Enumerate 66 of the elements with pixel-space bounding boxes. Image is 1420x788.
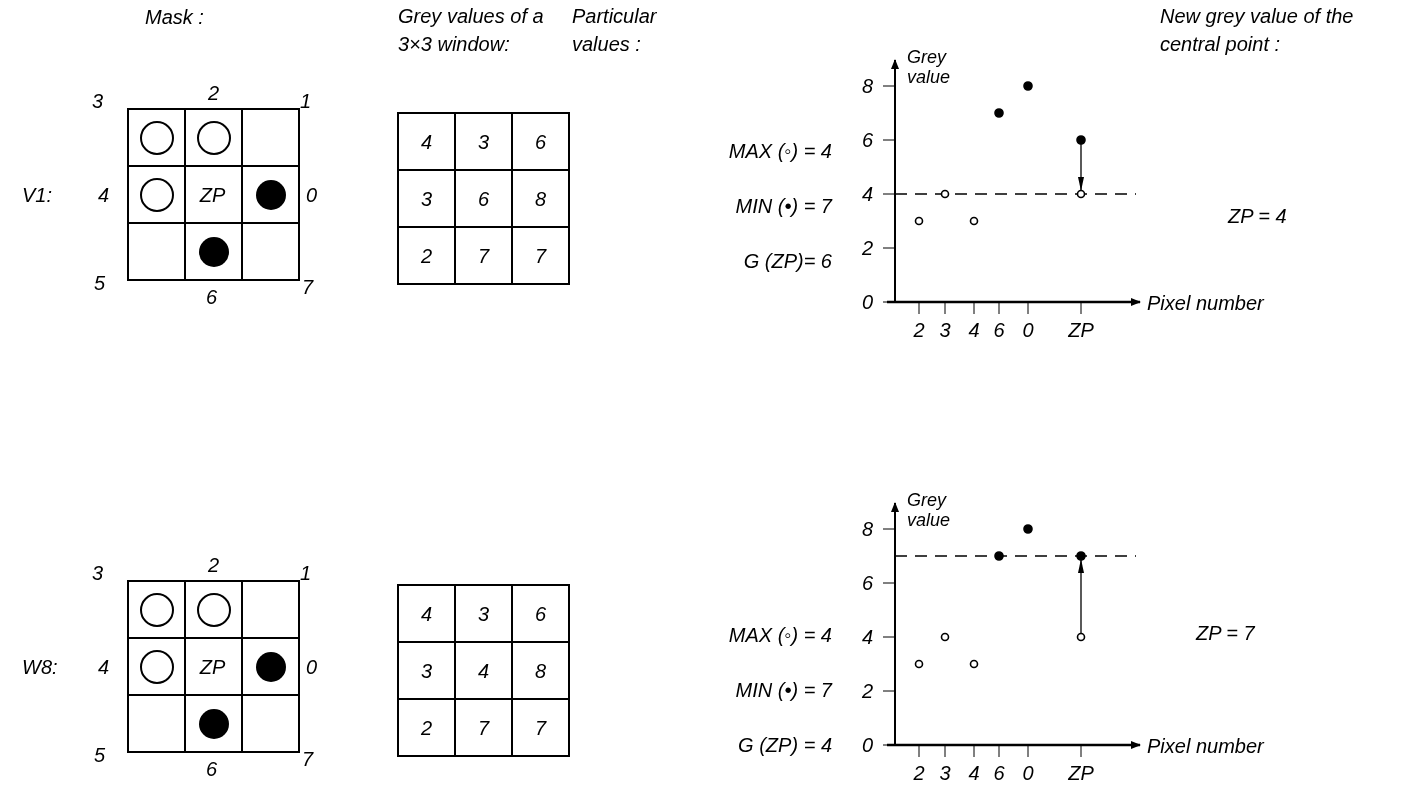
tick-label: 4 bbox=[968, 762, 980, 784]
direction-number: 1 bbox=[300, 561, 312, 586]
tick-label: 4 bbox=[861, 626, 873, 648]
cell-text: ZP bbox=[198, 183, 227, 208]
tick-label: 6 bbox=[993, 319, 1005, 341]
column-heading: Particular values : bbox=[572, 4, 658, 57]
table-cell: 2 bbox=[397, 698, 456, 757]
formula-text: G (ZP)= 6 bbox=[743, 249, 832, 274]
direction-number: 5 bbox=[94, 743, 106, 768]
direction-number: 3 bbox=[92, 89, 104, 114]
result-text: ZP = 7 bbox=[1196, 621, 1255, 646]
result-text: ZP = 4 bbox=[1228, 204, 1287, 229]
table-cell: 4 bbox=[397, 112, 456, 171]
tick-label: ZP bbox=[1068, 762, 1094, 784]
tick-label: 3 bbox=[939, 762, 951, 784]
tick-label: 2 bbox=[861, 237, 873, 259]
tick-label: 2 bbox=[861, 680, 873, 702]
table-cell: 2 bbox=[397, 226, 456, 285]
direction-number: 4 bbox=[98, 654, 110, 680]
table-cell: 7 bbox=[511, 698, 570, 757]
tick-label: 6 bbox=[861, 129, 873, 151]
direction-number: 7 bbox=[302, 275, 314, 300]
table-cell: 6 bbox=[511, 584, 570, 643]
row-label: W8: bbox=[22, 654, 58, 680]
cell-text: ZP bbox=[198, 655, 227, 680]
formula-text: G (ZP) = 4 bbox=[738, 733, 832, 758]
formula-text: MAX (◦) = 4 bbox=[728, 623, 832, 648]
axis-title: Grey value bbox=[907, 490, 952, 530]
direction-number: 4 bbox=[98, 182, 110, 208]
direction-number: 6 bbox=[206, 285, 218, 310]
direction-number: 2 bbox=[208, 81, 220, 106]
axis-title: Grey value bbox=[907, 47, 952, 87]
formula-text: MAX (◦) = 4 bbox=[728, 139, 832, 164]
tick-label: 0 bbox=[1022, 319, 1034, 341]
column-heading: Mask : bbox=[145, 5, 204, 30]
tick-label: 0 bbox=[861, 291, 873, 313]
tick-label: 0 bbox=[1022, 762, 1034, 784]
tick-label: 3 bbox=[939, 319, 951, 341]
table-cell: 4 bbox=[397, 584, 456, 643]
direction-number: 7 bbox=[302, 747, 314, 772]
direction-number: 5 bbox=[94, 271, 106, 296]
tick-label: 2 bbox=[913, 319, 925, 341]
tick-label: 4 bbox=[968, 319, 980, 341]
direction-number: 3 bbox=[92, 561, 104, 586]
direction-number: 0 bbox=[306, 654, 318, 680]
direction-number: 0 bbox=[306, 182, 318, 208]
column-heading: Grey values of a 3×3 window: bbox=[398, 4, 545, 57]
tick-label: 6 bbox=[861, 572, 873, 594]
tick-label: 8 bbox=[861, 518, 873, 540]
formula-text: MIN (•) = 7 bbox=[735, 678, 832, 703]
table-cell: 7 bbox=[511, 226, 570, 285]
direction-number: 1 bbox=[300, 89, 312, 114]
tick-label: 4 bbox=[861, 183, 873, 205]
row-label: V1: bbox=[22, 182, 53, 208]
tick-label: 2 bbox=[913, 762, 925, 784]
axis-title: Pixel number bbox=[1147, 291, 1264, 316]
formula-text: MIN (•) = 7 bbox=[735, 194, 832, 219]
direction-number: 6 bbox=[206, 757, 218, 782]
tick-label: ZP bbox=[1068, 319, 1094, 341]
direction-number: 2 bbox=[208, 553, 220, 578]
axis-title: Pixel number bbox=[1147, 734, 1264, 759]
tick-label: 6 bbox=[993, 762, 1005, 784]
tick-label: 8 bbox=[861, 75, 873, 97]
column-heading: New grey value of the central point : bbox=[1160, 4, 1355, 57]
tick-label: 0 bbox=[861, 734, 873, 756]
table-cell: 6 bbox=[511, 112, 570, 171]
